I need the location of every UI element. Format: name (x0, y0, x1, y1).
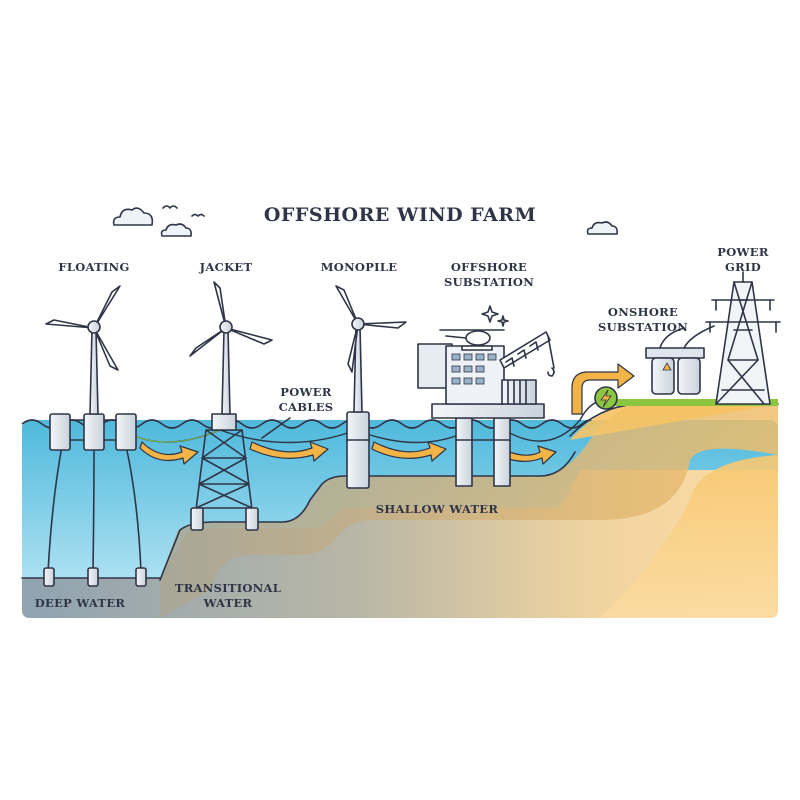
lightning-icon (594, 386, 618, 410)
arrow-to-onshore (571, 363, 635, 415)
seabed (21, 399, 779, 618)
cloud-icon (112, 207, 154, 226)
label-floating: FLOATING (58, 260, 129, 274)
label-monopile: MONOPILE (321, 260, 398, 274)
label-offshore-substation-1: OFFSHORE (451, 260, 527, 274)
jacket-turbine (189, 281, 273, 531)
power-cables-pointer (261, 417, 291, 439)
offshore-substation (417, 305, 555, 487)
label-offshore-substation-2: SUBSTATION (444, 275, 534, 289)
label-power-cables-1: POWER (280, 385, 332, 399)
diagram-title: OFFSHORE WIND FARM (264, 204, 536, 226)
jacket-turbine-hub (219, 320, 233, 334)
label-power-grid-1: POWER (717, 245, 769, 259)
bird-icon (162, 205, 178, 209)
label-onshore-substation-2: SUBSTATION (598, 320, 688, 334)
crane-icon (499, 331, 555, 377)
monopile-turbine (335, 285, 407, 489)
helicopter-icon (439, 329, 505, 351)
label-power-grid-2: GRID (725, 260, 761, 274)
grass-strip (610, 399, 778, 406)
label-transitional-water-1: TRANSITIONAL (175, 581, 281, 595)
cloud-icon (586, 221, 618, 235)
bird-icon (191, 213, 205, 217)
label-onshore-substation-1: ONSHORE (608, 305, 678, 319)
onshore-substation (594, 325, 715, 410)
sparkle-icon (481, 305, 499, 323)
arrow-jacket-monopile (249, 441, 329, 462)
label-transitional-water-2: WATER (203, 596, 253, 610)
sky-decor (112, 205, 618, 237)
sparkle-icon (497, 315, 509, 327)
floating-turbine (43, 285, 147, 587)
label-shallow-water: SHALLOW WATER (376, 502, 499, 516)
label-deep-water: DEEP WATER (35, 596, 126, 610)
cloud-icon (160, 223, 192, 237)
power-grid-pylon (705, 271, 781, 405)
label-power-cables-2: CABLES (279, 400, 334, 414)
arrow-floating-jacket (139, 441, 199, 465)
arrow-monopile-substation (371, 441, 447, 462)
monopile-turbine-hub (351, 317, 365, 331)
energy-flow-arrows (139, 363, 635, 465)
floating-turbine-hub (87, 320, 101, 334)
label-jacket: JACKET (199, 260, 253, 274)
